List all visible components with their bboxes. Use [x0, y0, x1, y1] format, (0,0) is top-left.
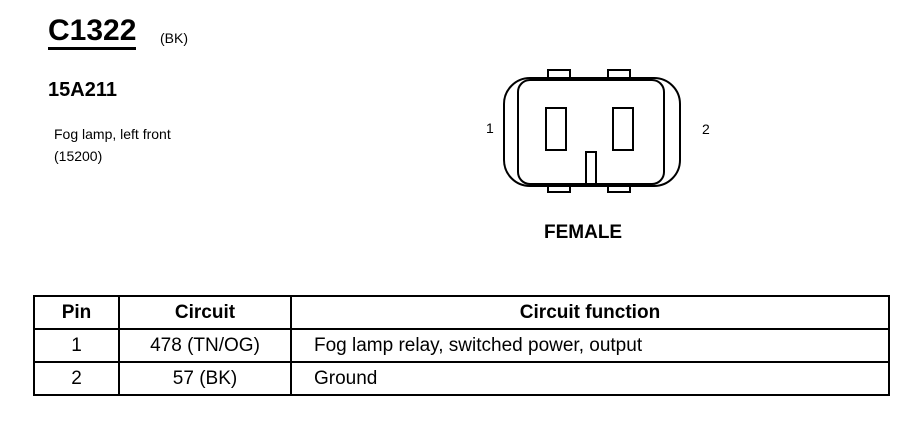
cell-function: Fog lamp relay, switched power, output: [290, 328, 890, 363]
table-row: 2 57 (BK) Ground: [33, 361, 890, 396]
cell-pin: 1: [33, 328, 120, 363]
polarizing-key: [585, 151, 597, 184]
part-number: 15A211: [48, 79, 117, 101]
connector-gender-label: FEMALE: [544, 222, 623, 243]
connector-description: Fog lamp, left front: [54, 126, 171, 142]
cell-pin: 2: [33, 361, 120, 396]
cell-circuit: 478 (TN/OG): [118, 328, 292, 363]
pinout-table: Pin Circuit Circuit function 1 478 (TN/O…: [33, 295, 890, 396]
connector-reference: (15200): [54, 148, 103, 164]
connector-outer-shell: [503, 77, 681, 187]
column-header-circuit: Circuit: [118, 295, 292, 330]
pin-number-left: 1: [486, 120, 494, 136]
pin-number-right: 2: [702, 121, 710, 137]
table-header-row: Pin Circuit Circuit function: [33, 295, 890, 330]
connector-id: C1322: [48, 16, 137, 50]
terminal-cavity-2: [612, 107, 634, 151]
cell-circuit: 57 (BK): [118, 361, 292, 396]
table-row: 1 478 (TN/OG) Fog lamp relay, switched p…: [33, 328, 890, 363]
connector-inner-body: [517, 79, 665, 185]
cell-function: Ground: [290, 361, 890, 396]
terminal-cavity-1: [545, 107, 567, 151]
column-header-function: Circuit function: [290, 295, 890, 330]
column-header-pin: Pin: [33, 295, 120, 330]
connector-color: (BK): [160, 30, 188, 46]
connector-face-diagram: [503, 69, 681, 193]
